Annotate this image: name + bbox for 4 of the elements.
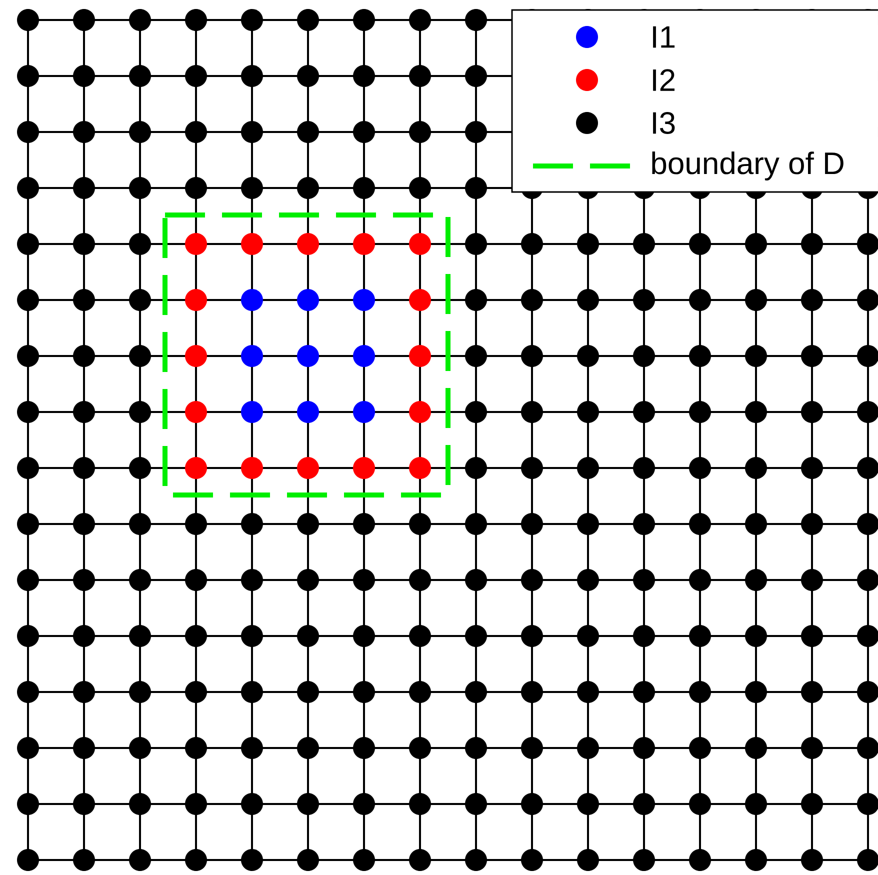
legend-label: I3 [653,112,675,134]
legend-label: I1 [653,26,675,48]
legend-label: boundary of D [652,152,844,180]
legend-label: I2 [653,69,674,91]
